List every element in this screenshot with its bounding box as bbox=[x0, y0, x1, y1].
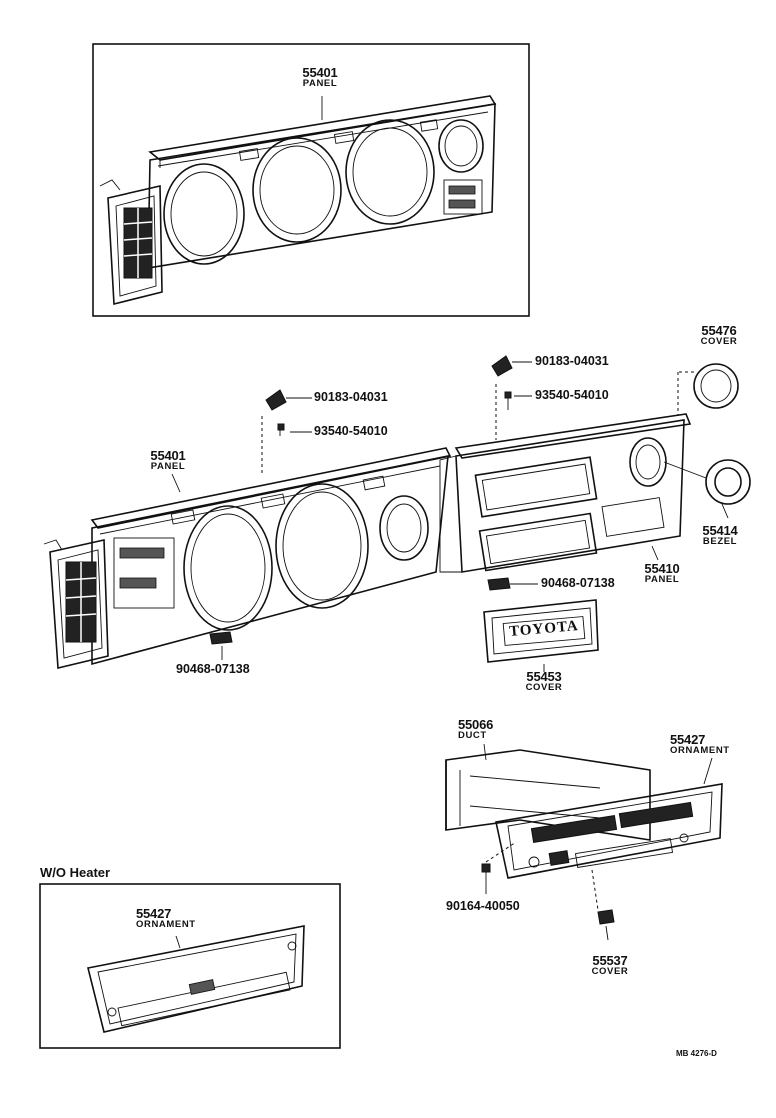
cover-top-name: COVER bbox=[700, 336, 738, 347]
heater-ornament-part: 55427 ORNAMENT bbox=[670, 733, 750, 756]
main-panel-screw-pn: 93540-54010 bbox=[314, 424, 388, 438]
wo-heater-title: W/O Heater bbox=[40, 865, 111, 880]
heater-cover-number: 55537 bbox=[592, 953, 628, 968]
right-panel-part: 55410 PANEL bbox=[638, 562, 686, 585]
right-panel-illustration bbox=[439, 355, 751, 672]
duct-name: DUCT bbox=[458, 730, 487, 741]
wo-heater-ornament-name: ORNAMENT bbox=[136, 919, 196, 930]
main-panel-clip-pn: 90468-07138 bbox=[176, 662, 250, 676]
cover-top-part: 55476 COVER bbox=[694, 324, 744, 347]
cover-emblem-name: COVER bbox=[525, 682, 563, 693]
wo-heater-ornament-part: 55427 ORNAMENT bbox=[136, 907, 216, 930]
bezel-name: BEZEL bbox=[702, 536, 738, 547]
inset-top-frame bbox=[92, 43, 530, 317]
main-panel-illustration bbox=[43, 389, 452, 669]
bezel-number: 55414 bbox=[702, 523, 738, 538]
right-panel-nut-pn: 90183-04031 bbox=[535, 354, 609, 368]
inset-top-number: 55401 bbox=[302, 65, 338, 80]
wo-heater-ornament-illustration bbox=[87, 925, 305, 1033]
main-panel-nut-pn: 90183-04031 bbox=[314, 390, 388, 404]
bezel-part: 55414 BEZEL bbox=[696, 524, 744, 547]
wo-heater-ornament-number: 55427 bbox=[136, 906, 172, 921]
inset-top-name: PANEL bbox=[302, 78, 338, 89]
inset-top-part-number: 55401 PANEL bbox=[298, 66, 342, 89]
wo-heater-frame bbox=[39, 883, 341, 1049]
right-panel-number: 55410 bbox=[644, 561, 680, 576]
heater-ornament-number: 55427 bbox=[670, 732, 706, 747]
cover-emblem-number: 55453 bbox=[526, 669, 562, 684]
right-panel-clip-pn: 90468-07138 bbox=[541, 576, 615, 590]
duct-number: 55066 bbox=[458, 717, 494, 732]
heater-cover-name: COVER bbox=[591, 966, 629, 977]
drawing-reference: MB 4276-D bbox=[676, 1049, 717, 1058]
duct-part: 55066 DUCT bbox=[458, 718, 508, 741]
heater-illustration bbox=[445, 743, 723, 941]
main-panel-number: 55401 bbox=[150, 448, 186, 463]
main-panel-part: 55401 PANEL bbox=[146, 449, 190, 472]
heater-ornament-name: ORNAMENT bbox=[670, 745, 730, 756]
right-panel-screw-pn: 93540-54010 bbox=[535, 388, 609, 402]
inset-top-panel-illustration bbox=[99, 95, 497, 306]
heater-cover-part: 55537 COVER bbox=[586, 954, 634, 977]
cover-emblem-part: 55453 COVER bbox=[520, 670, 568, 693]
right-panel-name: PANEL bbox=[644, 574, 680, 585]
cover-top-number: 55476 bbox=[701, 323, 737, 338]
heater-screw-pn: 90164-40050 bbox=[446, 899, 520, 913]
main-panel-name: PANEL bbox=[150, 461, 186, 472]
